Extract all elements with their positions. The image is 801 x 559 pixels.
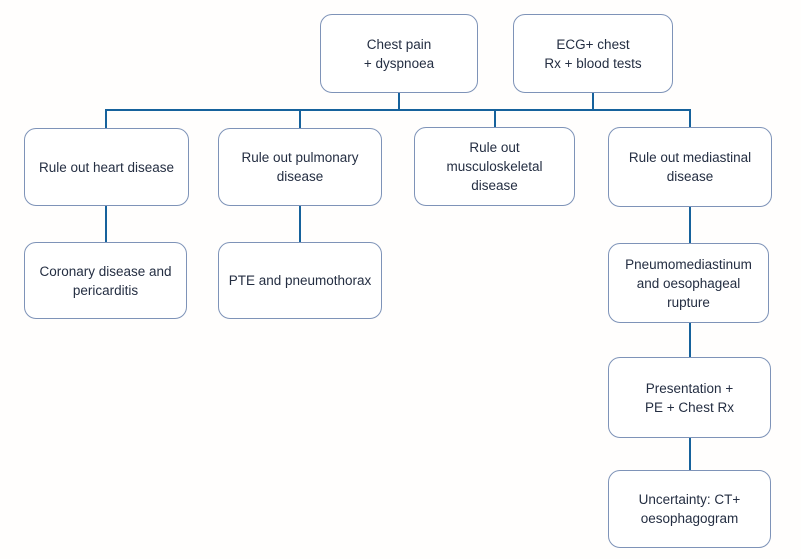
connector-presentation-to-uncertainty — [689, 437, 691, 471]
connector-bar-to-heart — [105, 109, 107, 129]
connector-bar-to-pulmonary — [299, 109, 301, 129]
connector-mediastinal-to-pneumomediastinum — [689, 206, 691, 244]
connector-pneumomediastinum-to-presentation — [689, 322, 691, 358]
node-rule-out-heart: Rule out heart disease — [24, 128, 189, 206]
connector-chestpain-to-bar — [398, 93, 400, 111]
connector-bar-to-mediastinal — [689, 109, 691, 128]
node-pneumomediastinum-rupture: Pneumomediastinum and oesophageal ruptur… — [608, 243, 769, 323]
node-rule-out-pulmonary: Rule out pulmonary disease — [218, 128, 382, 206]
node-chest-pain: Chest pain + dyspnoea — [320, 14, 478, 93]
node-uncertainty-ct-oesophagogram: Uncertainty: CT+ oesophagogram — [608, 470, 771, 548]
node-rule-out-mediastinal: Rule out mediastinal disease — [608, 127, 772, 207]
node-pte-pneumothorax: PTE and pneumothorax — [218, 242, 382, 319]
connector-branch-bar — [105, 109, 691, 111]
node-coronary-pericarditis: Coronary disease and pericarditis — [24, 242, 187, 319]
connector-heart-to-coronary — [105, 205, 107, 243]
node-rule-out-musculoskeletal: Rule out musculoskeletal disease — [414, 127, 575, 206]
connector-ecg-to-bar — [592, 93, 594, 111]
connector-pulmonary-to-pte — [299, 205, 301, 243]
connector-bar-to-musculoskeletal — [494, 109, 496, 129]
node-ecg-tests: ECG+ chest Rx + blood tests — [513, 14, 673, 93]
node-presentation-pe-chest-rx: Presentation + PE + Chest Rx — [608, 357, 771, 438]
